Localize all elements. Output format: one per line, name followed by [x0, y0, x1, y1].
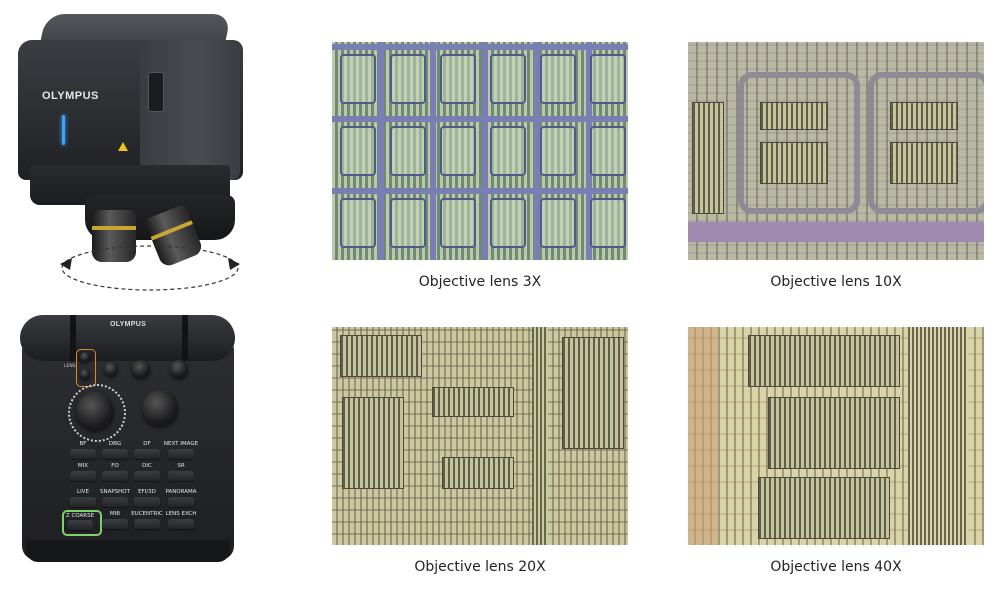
stage-knob[interactable] [142, 390, 178, 426]
mib-button[interactable] [102, 519, 128, 529]
dic-button[interactable] [134, 471, 160, 481]
warning-icon [118, 142, 128, 151]
control-box-grip [20, 315, 235, 361]
key-label: DF [143, 441, 151, 447]
key-label: EUCENTRIC [131, 511, 163, 517]
eucentric-button[interactable] [134, 519, 160, 529]
brand-logo: OLYMPUS [42, 90, 99, 102]
focus-dial-scale [68, 384, 126, 442]
efi-3d-button[interactable] [134, 497, 160, 507]
snapshot-button[interactable] [102, 497, 128, 507]
key-label: SNAPSHOT [99, 489, 130, 495]
rotation-arrow-icon [60, 245, 240, 291]
caption-3x: Objective lens 3X [418, 274, 542, 290]
caption-40x: Objective lens 40X [770, 559, 902, 575]
key-label: DBG [108, 441, 122, 447]
fo-button[interactable] [102, 471, 128, 481]
brightness-knob[interactable] [132, 360, 150, 378]
grip-divider-right [182, 315, 188, 361]
key-label: MIB [109, 511, 121, 517]
chip-image-20x [332, 327, 628, 545]
live-button[interactable] [70, 497, 96, 507]
chip-image-10x [688, 42, 984, 260]
bf-button[interactable] [70, 449, 96, 459]
key-label: SR [177, 463, 185, 469]
key-label: EFI/3D [138, 489, 156, 495]
key-label: MIX [77, 463, 89, 469]
key-label: NEXT IMAGE [163, 441, 199, 447]
head-port [148, 72, 164, 112]
control-box-base [26, 540, 230, 562]
lens-label: LENS [64, 364, 76, 369]
grip-divider [70, 315, 76, 361]
objective-lens-left [92, 210, 136, 262]
control-box-body [22, 340, 234, 560]
caption-20x: Objective lens 20X [414, 559, 546, 575]
sr-button[interactable] [168, 471, 194, 481]
chip-image-3x [332, 42, 628, 260]
contrast-knob[interactable] [170, 360, 188, 378]
mix-button[interactable] [70, 471, 96, 481]
key-label: PANORAMA [165, 489, 197, 495]
chip-image-40x [688, 327, 984, 545]
controller-logo: OLYMPUS [110, 321, 147, 328]
next-image-button[interactable] [168, 449, 194, 459]
panorama-button[interactable] [168, 497, 194, 507]
status-led [62, 115, 65, 145]
key-label: Z COARSE [65, 513, 95, 519]
key-label: BF [79, 441, 87, 447]
key-label: LIVE [77, 489, 89, 495]
dbg-button[interactable] [102, 449, 128, 459]
key-label: LENS EXCH [165, 511, 197, 517]
key-label: FO [111, 463, 119, 469]
lens-exch-button[interactable] [168, 519, 194, 529]
af-button[interactable] [104, 362, 118, 376]
caption-10x: Objective lens 10X [770, 274, 902, 290]
key-label: DIC [142, 463, 152, 469]
z-coarse-highlight-frame [62, 510, 102, 536]
focus-knob[interactable] [76, 392, 114, 430]
lens-up-button[interactable] [80, 352, 90, 362]
df-button[interactable] [134, 449, 160, 459]
lens-down-button[interactable] [80, 369, 90, 379]
z-coarse-button[interactable] [67, 520, 93, 530]
